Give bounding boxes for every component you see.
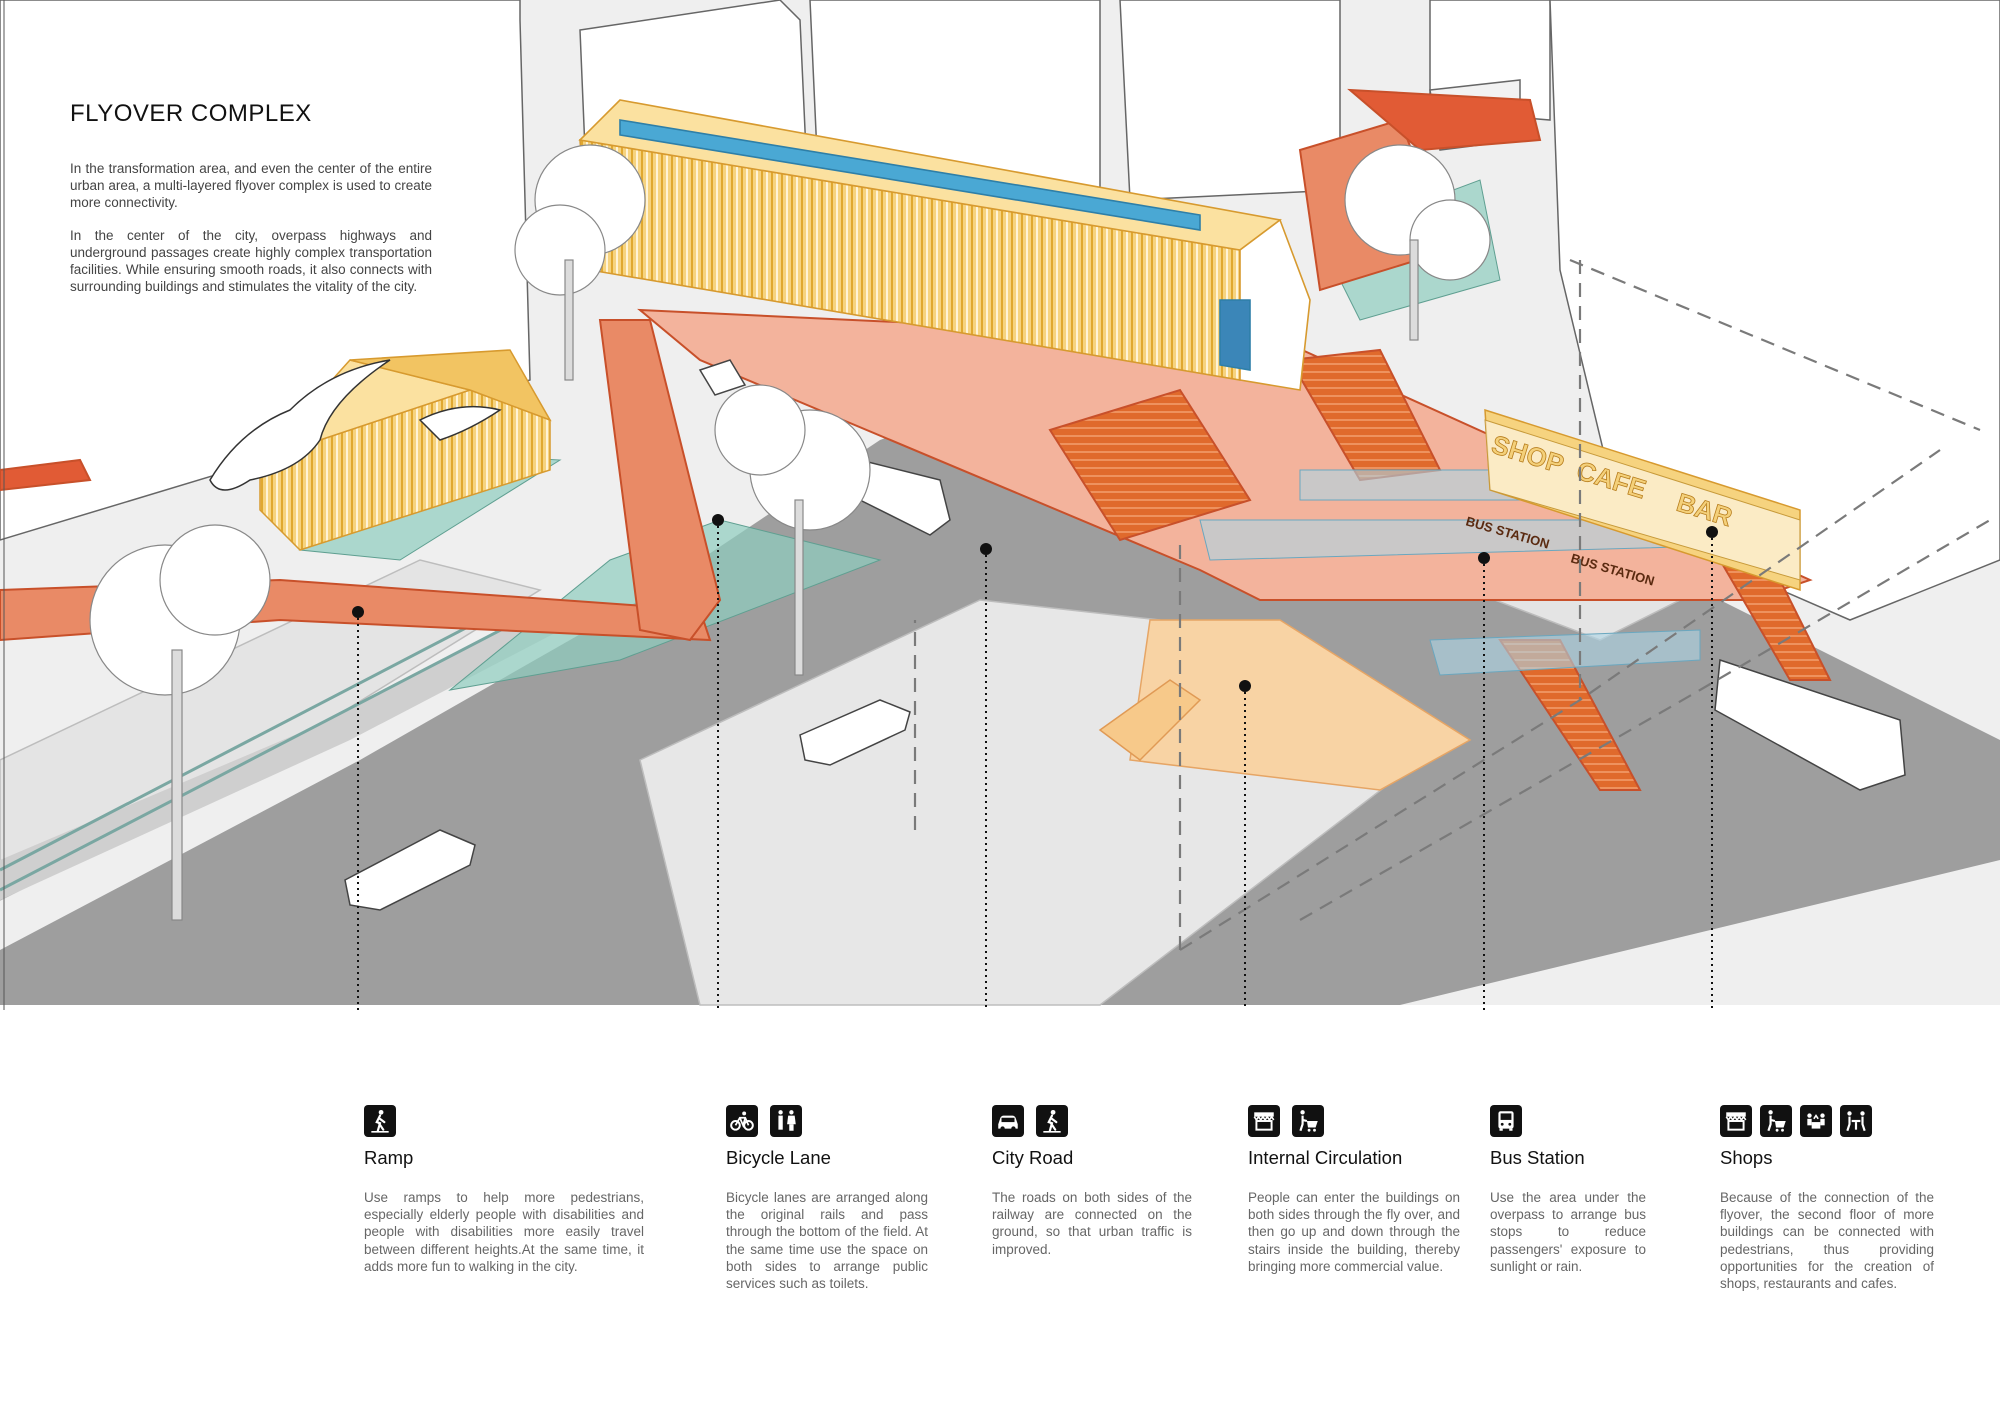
- birds: [209, 359, 502, 491]
- shopping-cart-icon: [1292, 1105, 1324, 1137]
- bus-station-dot: [1478, 552, 1490, 564]
- car-1: [344, 829, 476, 911]
- callout-shops: Shops Because of the connection of the f…: [1720, 1105, 1934, 1292]
- callout-title-bus-station: Bus Station: [1490, 1147, 1585, 1168]
- callout-bicycle-lane: Bicycle Lane Bicycle lanes are arranged …: [726, 1105, 928, 1292]
- callout-text-ramp: Use ramps to help more pedestrians, espe…: [364, 1190, 644, 1274]
- callout-title-bicycle-lane: Bicycle Lane: [726, 1147, 831, 1168]
- callout-text-internal-circulation: People can enter the buildings on both s…: [1248, 1190, 1460, 1274]
- callout-dots: [352, 514, 1718, 692]
- page-title: FLYOVER COMPLEX: [70, 100, 312, 127]
- callout-title-ramp: Ramp: [364, 1147, 414, 1168]
- vehicles: [344, 359, 1906, 911]
- car-3: [698, 359, 747, 396]
- intro-paragraph-2: In the center of the city, overpass high…: [70, 228, 432, 294]
- dashed-guides: [913, 258, 1991, 951]
- intro-text: In the transformation area, and even the…: [70, 160, 432, 311]
- callout-bus-station: Bus Station Use the area under the overp…: [1490, 1105, 1646, 1275]
- flyover-building: [578, 99, 1311, 391]
- callout-text-bus-station: Use the area under the overpass to arran…: [1490, 1190, 1646, 1274]
- bus-1: [1714, 658, 1906, 791]
- leader-lines: [357, 520, 1713, 1010]
- intro-paragraph-1: In the transformation area, and even the…: [70, 161, 432, 210]
- callout-ramp: Ramp Use ramps to help more pedestrians,…: [364, 1105, 644, 1275]
- bicycle-lane-dot: [712, 514, 724, 526]
- shopping-cart-icon: [1760, 1105, 1792, 1137]
- dining-icon: [1840, 1105, 1872, 1137]
- bus-icon: [1490, 1105, 1522, 1137]
- ramp-dot: [352, 606, 364, 618]
- internal-circulation-dot: [1239, 680, 1251, 692]
- car-icon: [992, 1105, 1024, 1137]
- bird-2: [418, 405, 502, 441]
- market-stall-icon: [1800, 1105, 1832, 1137]
- kiosk-icon: [1720, 1105, 1752, 1137]
- shops-facade: SHOP CAFE BAR BUS STATION BUS STATION: [1464, 408, 1801, 592]
- city-road-dot: [980, 543, 992, 555]
- callout-title-shops: Shops: [1720, 1147, 1773, 1168]
- kiosk-icon: [1248, 1105, 1280, 1137]
- flyover-illustration: SHOP CAFE BAR BUS STATION BUS STATION: [0, 0, 2000, 1010]
- plaza-stairs: [1098, 679, 1202, 761]
- bird-1: [209, 359, 391, 491]
- callout-text-city-road: The roads on both sides of the railway a…: [992, 1190, 1192, 1257]
- callout-title-internal-circulation: Internal Circulation: [1248, 1147, 1403, 1168]
- callout-text-shops: Because of the connection of the flyover…: [1720, 1190, 1934, 1292]
- callout-text-bicycle-lane: Bicycle lanes are arranged along the ori…: [726, 1190, 928, 1292]
- pedestrian-icon: [1036, 1105, 1068, 1137]
- callout-title-city-road: City Road: [992, 1147, 1074, 1168]
- callout-city-road: City Road The roads on both sides of the…: [992, 1105, 1192, 1258]
- car-2: [799, 699, 911, 766]
- restroom-icon: [770, 1105, 802, 1137]
- pedestrian-icon: [364, 1105, 396, 1137]
- bicycle-icon: [726, 1105, 758, 1137]
- shops-dot: [1706, 526, 1718, 538]
- trees: [89, 144, 1491, 921]
- callout-internal-circulation: Internal Circulation People can enter th…: [1248, 1105, 1460, 1275]
